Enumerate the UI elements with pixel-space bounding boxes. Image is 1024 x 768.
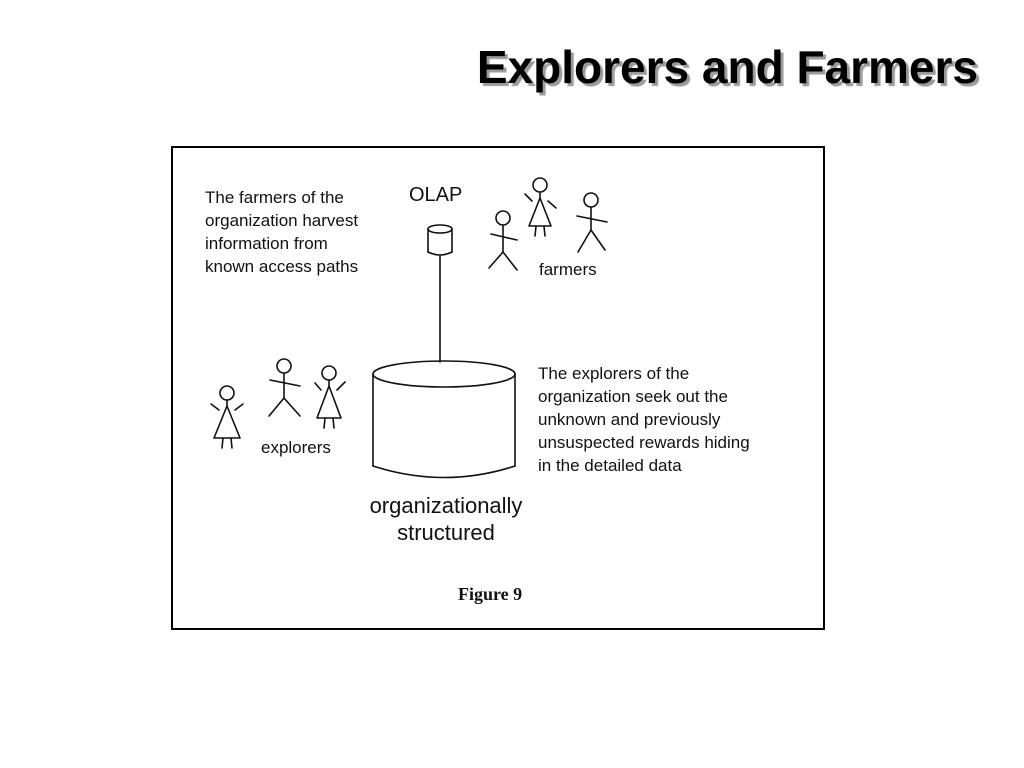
olap-cylinder-icon	[427, 224, 453, 256]
farmers-description: The farmers of the organization harvest …	[205, 188, 359, 276]
slide-title: Explorers and Farmers	[476, 41, 978, 93]
data-store-cylinder-icon	[372, 360, 516, 479]
explorer-female-figure-icon-1	[210, 385, 244, 449]
farmer-male-figure-icon-1	[488, 210, 518, 271]
explorer-male-figure-icon	[268, 358, 301, 417]
figure-frame: The farmers of the organization harvest …	[171, 146, 825, 630]
olap-label: OLAP	[409, 184, 463, 206]
farmers-label: farmers	[539, 260, 597, 279]
figure-caption: Figure 9	[458, 584, 523, 604]
explorers-label: explorers	[261, 438, 331, 457]
diagram-drawing	[210, 177, 608, 479]
data-store-label: organizationally structured	[369, 493, 523, 545]
farmer-male-figure-icon-2	[576, 192, 608, 253]
farmer-female-figure-icon	[524, 177, 557, 237]
explorers-description: The explorers of the organization seek o…	[538, 364, 750, 475]
explorer-female-figure-icon-2	[314, 365, 346, 429]
